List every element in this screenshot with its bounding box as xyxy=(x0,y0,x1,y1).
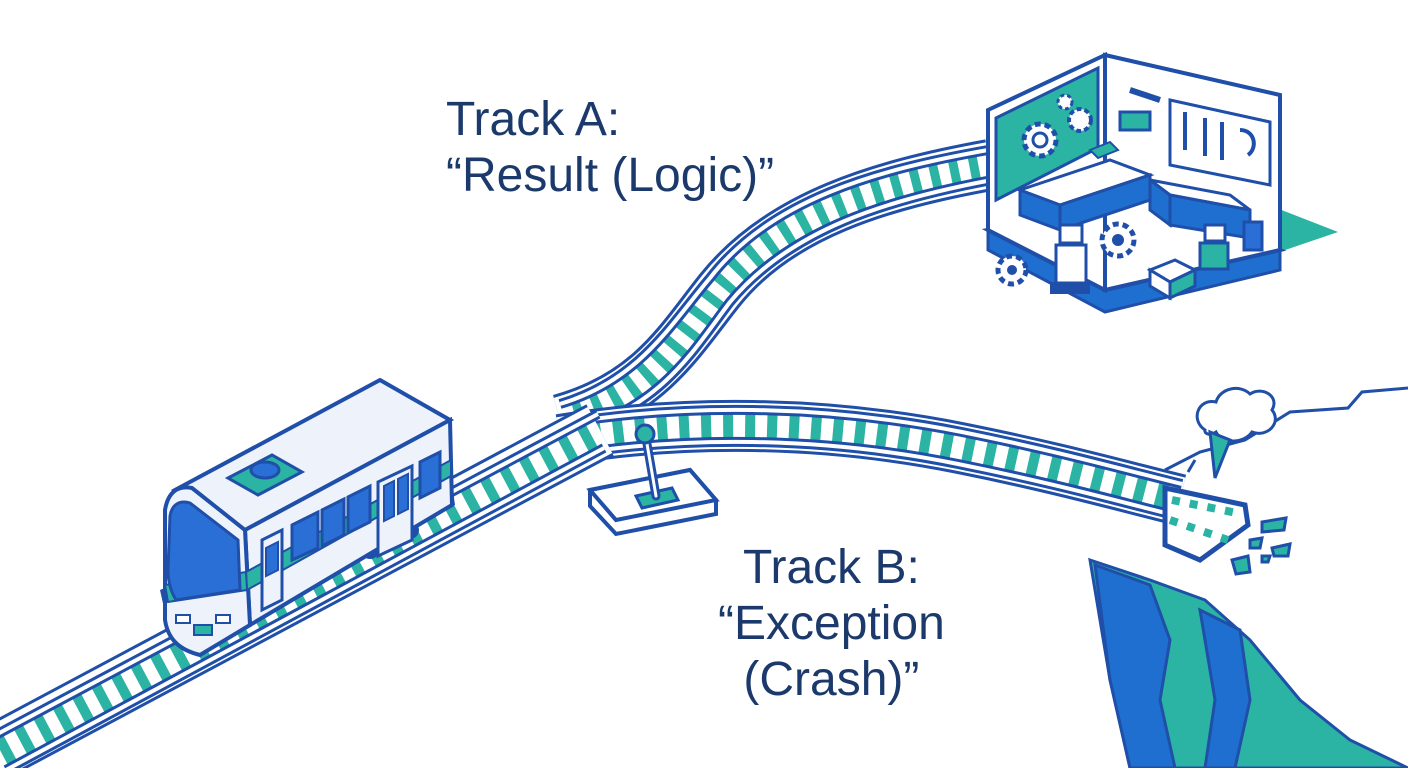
cliff xyxy=(1088,386,1408,768)
track-a-title: Track A: xyxy=(446,93,621,146)
debris xyxy=(1230,516,1292,576)
track-a-rail-right-fill xyxy=(559,178,993,438)
lever-icon xyxy=(586,423,720,537)
robot-icon xyxy=(1050,223,1230,294)
track-b-rail-top-fill xyxy=(559,407,1183,486)
track-a-subtitle: “Result (Logic)” xyxy=(446,149,775,202)
track-b-rails xyxy=(555,386,1292,576)
workshop-icon xyxy=(981,51,1338,314)
track-b-broken-end xyxy=(1162,484,1251,563)
track-b-title: Track B: xyxy=(742,541,920,594)
cliff-blue-streak xyxy=(1198,607,1252,768)
track-b-subtitle-line1: “Exception xyxy=(718,597,945,650)
track-b-label: Track B: “Exception (Crash)” xyxy=(718,540,945,708)
track-b-subtitle-line2: (Crash)” xyxy=(743,653,920,706)
track-b-rail-bottom-fill xyxy=(559,439,1179,518)
track-b-ties xyxy=(567,410,1182,515)
gear-icon xyxy=(1021,93,1093,159)
train-icon xyxy=(160,377,455,658)
cloud-icon xyxy=(1186,386,1277,479)
track-a-ties xyxy=(570,151,988,431)
track-a-rail-left-fill xyxy=(559,148,989,406)
cliff-blue-face xyxy=(1093,562,1177,768)
track-a-label: Track A: “Result (Logic)” xyxy=(446,92,774,204)
cliff-edge-line xyxy=(1164,386,1408,472)
track-a-rails xyxy=(552,139,995,446)
